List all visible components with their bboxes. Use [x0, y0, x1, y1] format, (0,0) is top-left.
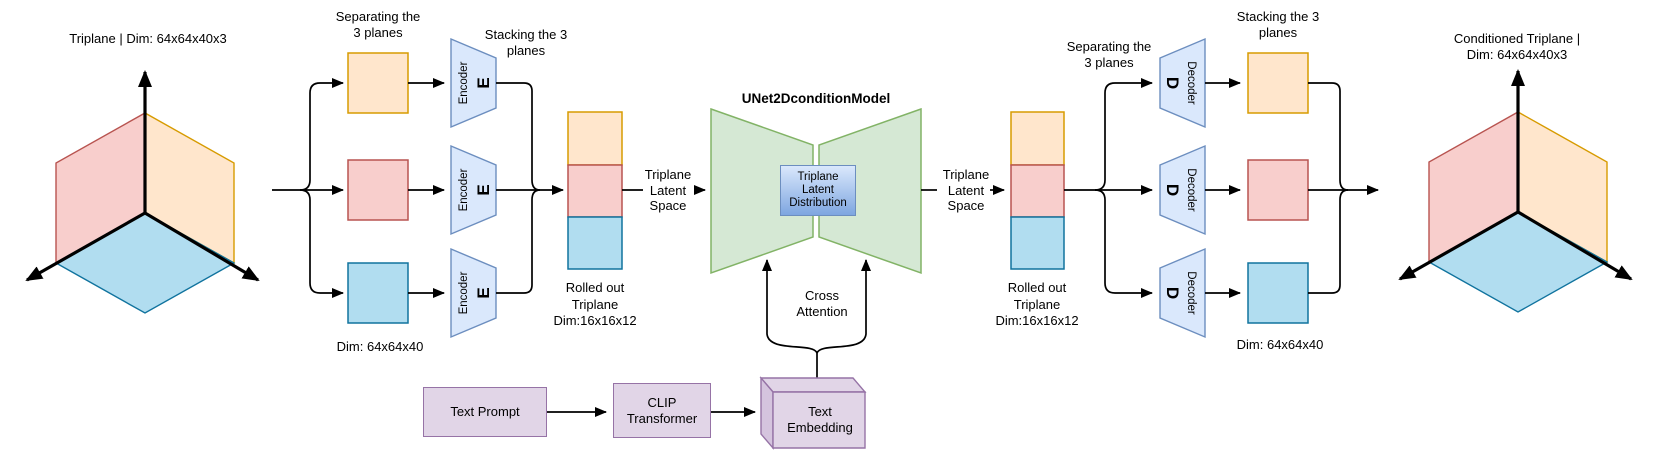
- flow-line: [496, 190, 540, 293]
- decoder-shape: [1160, 146, 1205, 234]
- decoder-name-label: Decoder: [1185, 271, 1197, 315]
- text-embedding-label: Text Embedding: [787, 404, 853, 435]
- flow-arrow: [300, 190, 344, 298]
- cross-attention-label: Cross Attention: [796, 288, 848, 319]
- right-stack-orange: [1011, 112, 1064, 165]
- flow-line: [496, 83, 540, 190]
- cross-attention-connectors: [762, 259, 871, 378]
- left-stack-pink: [568, 165, 622, 217]
- right-axis-right: [1518, 212, 1633, 279]
- text-embedding-cube: [761, 378, 865, 448]
- encoder-letter: E: [474, 77, 493, 89]
- clip-transformer-box: CLIP Transformer: [613, 383, 711, 438]
- decoder-letter: D: [1163, 286, 1182, 300]
- right-axis-left: [1398, 212, 1518, 279]
- right-stacking-connectors: [1308, 83, 1379, 293]
- right-pink-plane-square: [1248, 160, 1308, 220]
- latent-space-label-right: Triplane Latent Space: [942, 167, 990, 213]
- flow-arrow: [1095, 78, 1153, 190]
- left-stack-blue: [568, 217, 622, 269]
- encoder-shape: [451, 146, 496, 234]
- rolled-out-label-right: Rolled out Triplane Dim:16x16x12: [995, 280, 1079, 328]
- plane-dim-label-left: Dim: 64x64x40: [336, 339, 424, 354]
- unet-title: UNet2DconditionModel: [741, 91, 891, 106]
- decoder-shape: [1160, 249, 1205, 337]
- rolled-out-label-left: Rolled out Triplane Dim:16x16x12: [553, 280, 637, 328]
- decoder-shape: [1160, 39, 1205, 127]
- separating-planes-label-right: Separating the 3 planes: [1066, 39, 1152, 70]
- encoder-letter: E: [474, 184, 493, 196]
- left-triplane-title: Triplane | Dim: 64x64x40x3: [69, 31, 227, 46]
- left-axis-left: [25, 213, 145, 280]
- decoder-name-label: Decoder: [1185, 168, 1197, 212]
- stacking-planes-label-right: Stacking the 3 planes: [1236, 9, 1320, 40]
- left-stacking-connectors: [496, 83, 564, 293]
- unet-decoder-half: [819, 109, 921, 273]
- encoder-shape: [451, 39, 496, 127]
- encoder-name-label: Encoder: [458, 168, 470, 212]
- separating-planes-label-left: Separating the 3 planes: [335, 9, 421, 40]
- right-triplane: [1398, 69, 1633, 312]
- cube-top-face: [761, 378, 865, 392]
- flow-arrow: [762, 259, 817, 353]
- left-stack-orange: [568, 112, 622, 165]
- flow-arrow: [300, 78, 344, 190]
- cube-front-face: [773, 392, 865, 448]
- left-pink-plane-square: [348, 160, 408, 220]
- encoder-name-label: Encoder: [458, 61, 470, 105]
- stacking-planes-label-left: Stacking the 3 planes: [484, 27, 568, 58]
- left-orange-plane-square: [348, 53, 408, 113]
- latent-space-label-left: Triplane Latent Space: [644, 167, 692, 213]
- left-separating-connectors: [272, 78, 344, 298]
- decoder-name-label: Decoder: [1185, 61, 1197, 105]
- flow-arrow: [1095, 190, 1153, 298]
- flow-line: [1308, 190, 1348, 293]
- flow-line: [1308, 83, 1348, 190]
- right-orange-plane-square: [1248, 53, 1308, 113]
- right-stack-blue: [1011, 217, 1064, 269]
- encoder-letter: E: [474, 287, 493, 299]
- left-triplane: [25, 70, 260, 313]
- decoder-letter: D: [1163, 76, 1182, 90]
- plane-dim-label-right: Dim: 64x64x40: [1236, 337, 1324, 352]
- decoder-letter: D: [1163, 183, 1182, 197]
- text-prompt-box: Text Prompt: [423, 387, 547, 437]
- right-stack-pink: [1011, 165, 1064, 217]
- flow-arrow: [817, 259, 871, 353]
- left-axis-right: [145, 213, 260, 280]
- triplane-latent-distribution-box: Triplane Latent Distribution: [780, 165, 856, 216]
- encoder-shape: [451, 249, 496, 337]
- decoder-to-square-arrows: [1205, 78, 1241, 298]
- right-blue-plane-square: [1248, 263, 1308, 323]
- left-blue-plane-square: [348, 263, 408, 323]
- right-triplane-title: Conditioned Triplane | Dim: 64x64x40x3: [1453, 31, 1581, 62]
- unet-encoder-half: [711, 109, 813, 273]
- square-to-encoder-arrows: [408, 78, 445, 298]
- right-separating-connectors: [1064, 78, 1153, 298]
- encoder-name-label: Encoder: [458, 271, 470, 315]
